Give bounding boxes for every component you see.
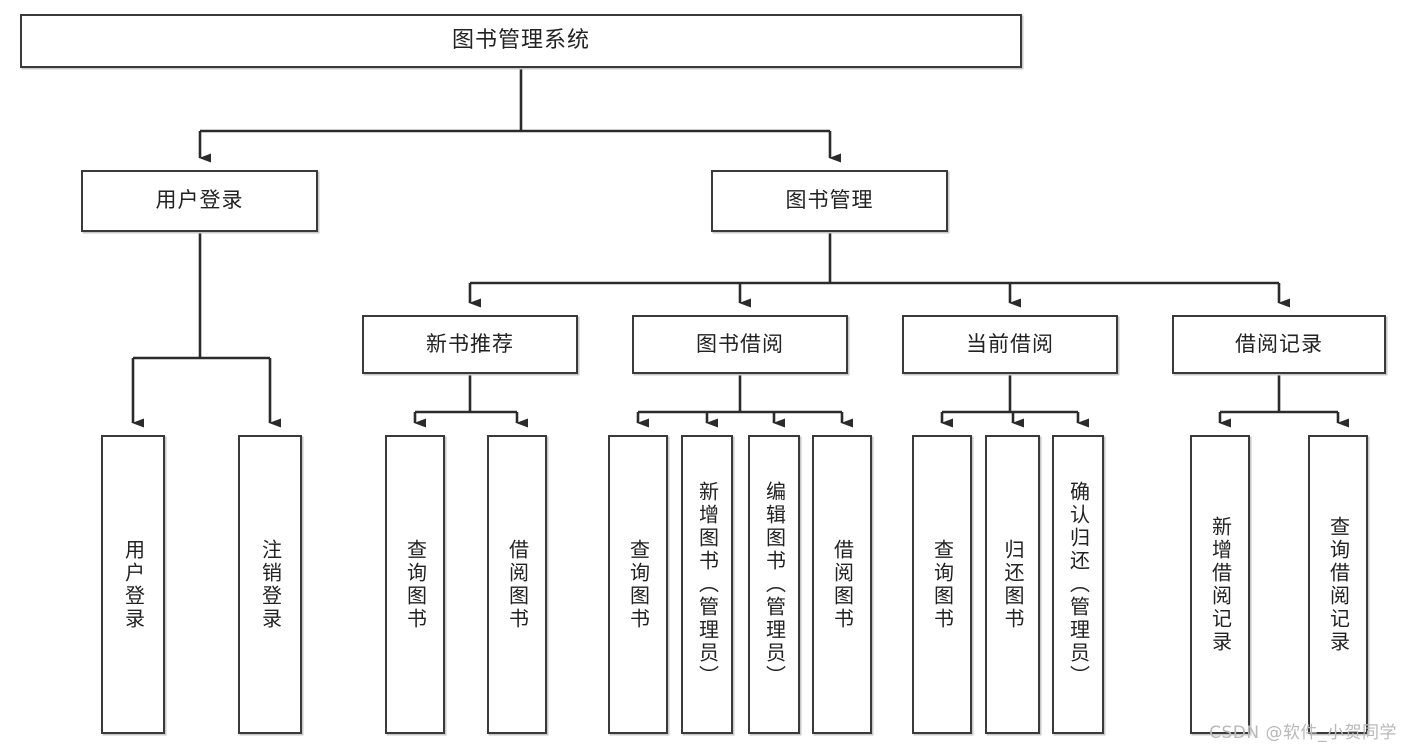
- node-leaf_edit_book[interactable]: 编辑图书（管理员）: [748, 435, 800, 734]
- node-book_borrow[interactable]: 图书借阅: [632, 315, 848, 374]
- node-label-leaf_return_book: 归还图书: [1001, 538, 1025, 631]
- node-label-leaf_q_record: 查询借阅记录: [1326, 515, 1351, 654]
- node-leaf_q_record[interactable]: 查询借阅记录: [1308, 435, 1368, 734]
- node-label-leaf_borrow_book_1: 借阅图书: [505, 538, 530, 631]
- node-leaf_q_book_3[interactable]: 查询图书: [912, 435, 972, 734]
- node-label-root: 图书管理系统: [451, 27, 590, 53]
- node-leaf_borrow_book_1[interactable]: 借阅图书: [487, 435, 547, 734]
- node-label-book_borrow: 图书借阅: [696, 331, 784, 356]
- node-leaf_add_book[interactable]: 新增图书（管理员）: [681, 435, 733, 734]
- node-label-new_book_rec: 新书推荐: [426, 331, 514, 356]
- node-label-leaf_q_book_1: 查询图书: [403, 538, 428, 631]
- node-label-leaf_q_book_3: 查询图书: [930, 538, 955, 631]
- node-root[interactable]: 图书管理系统: [20, 14, 1022, 68]
- node-leaf_return_book[interactable]: 归还图书: [985, 435, 1040, 734]
- node-label-leaf_add_record: 新增借阅记录: [1208, 515, 1233, 654]
- node-leaf_borrow_book_2[interactable]: 借阅图书: [812, 435, 872, 734]
- node-label-leaf_logout: 注销登录: [258, 538, 283, 631]
- node-label-leaf_edit_book: 编辑图书（管理员）: [762, 481, 787, 688]
- node-label-borrow_record: 借阅记录: [1235, 331, 1323, 356]
- node-book_mgmt[interactable]: 图书管理: [711, 170, 948, 232]
- node-label-leaf_add_book: 新增图书（管理员）: [695, 481, 720, 688]
- node-leaf_user_login[interactable]: 用户登录: [101, 435, 165, 734]
- node-label-leaf_borrow_book_2: 借阅图书: [830, 538, 855, 631]
- node-borrow_record[interactable]: 借阅记录: [1172, 315, 1386, 374]
- node-label-user_login: 用户登录: [155, 188, 244, 213]
- node-new_book_rec[interactable]: 新书推荐: [362, 315, 578, 374]
- node-label-leaf_q_book_2: 查询图书: [626, 538, 651, 631]
- node-label-current_borrow: 当前借阅: [966, 331, 1054, 356]
- node-leaf_confirm_ret[interactable]: 确认归还（管理员）: [1052, 435, 1104, 734]
- node-leaf_q_book_2[interactable]: 查询图书: [608, 435, 668, 734]
- node-leaf_add_record[interactable]: 新增借阅记录: [1190, 435, 1250, 734]
- node-label-book_mgmt: 图书管理: [785, 188, 874, 213]
- watermark-text: CSDN @软件_小贺同学: [1209, 723, 1397, 743]
- node-label-leaf_confirm_ret: 确认归还（管理员）: [1066, 481, 1091, 688]
- node-label-leaf_user_login: 用户登录: [121, 538, 146, 631]
- node-current_borrow[interactable]: 当前借阅: [902, 315, 1118, 374]
- node-user_login[interactable]: 用户登录: [81, 170, 318, 232]
- node-leaf_q_book_1[interactable]: 查询图书: [385, 435, 445, 734]
- node-leaf_logout[interactable]: 注销登录: [238, 435, 302, 734]
